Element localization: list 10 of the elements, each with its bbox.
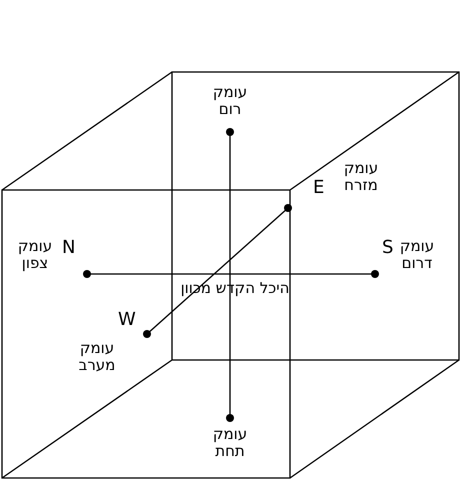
- axis-label: עומק מזרח: [342, 160, 380, 194]
- compass-letter: W: [118, 310, 136, 330]
- axis-label: עומק דרום: [398, 238, 436, 272]
- axis-label: עומק רום: [212, 84, 248, 118]
- compass-letter: N: [62, 238, 76, 258]
- axis-label: עומק צפון: [16, 238, 54, 272]
- compass-letter: S: [382, 238, 394, 258]
- compass-letter: E: [313, 178, 324, 198]
- axis-label: עומק תחת: [212, 426, 248, 460]
- axis-label: עומק מערב: [78, 340, 116, 374]
